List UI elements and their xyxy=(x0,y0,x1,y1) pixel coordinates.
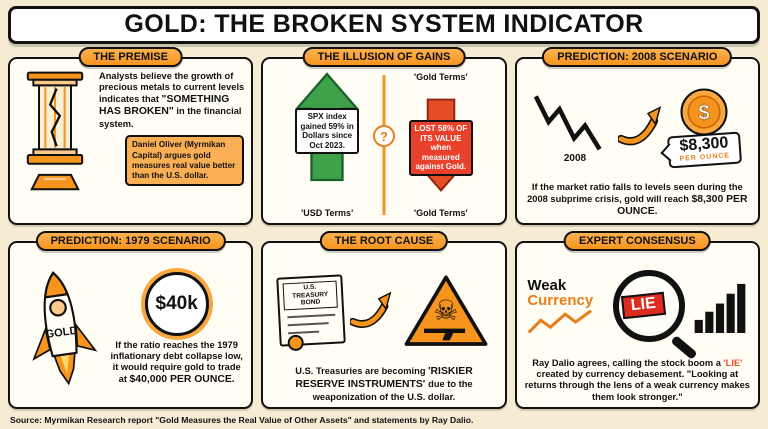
panel-prediction-1979-title: PREDICTION: 1979 SCENARIO xyxy=(35,231,226,251)
premise-text-pre: Analysts believe the growth of precious … xyxy=(99,71,245,104)
panel-illusion: THE ILLUSION OF GAINS ? SPX index gained… xyxy=(261,47,507,225)
curved-arrow-icon xyxy=(618,105,662,145)
root-cause-text-pre: U.S. Treasuries are becoming xyxy=(295,366,429,377)
page-title-bar: GOLD: THE BROKEN SYSTEM INDICATOR xyxy=(8,6,760,44)
panel-prediction-1979-content: GOLD $40k If the ratio reaches the 1979 … xyxy=(10,243,251,407)
currency-word: Currency xyxy=(527,291,594,309)
premise-illustration xyxy=(17,71,93,219)
gold-loss-text: LOST 58% OF ITS VALUE when measured agai… xyxy=(414,124,468,172)
premise-note: Daniel Oliver (Myrmikan Capital) argues … xyxy=(125,135,245,187)
usd-terms-label: 'USD Terms' xyxy=(301,208,354,218)
rocket-gold-label: GOLD xyxy=(45,325,79,341)
source-note: Source: Myrmikan Research report "Gold M… xyxy=(10,415,474,425)
question-icon: ? xyxy=(372,125,395,148)
gold-coin-icon: $ xyxy=(680,88,728,136)
panel-root-cause-title: THE ROOT CAUSE xyxy=(319,231,449,251)
gold-terms-bottom-label: 'Gold Terms' xyxy=(414,208,468,218)
gold-terms-side: 'Gold Terms' LOST 58% OF ITS VALUE when … xyxy=(384,71,498,219)
question-glyph: ? xyxy=(380,128,388,144)
bond-title: U.S. TREASURY BOND xyxy=(282,280,338,311)
consensus-text-pre: Ray Dalio agrees, calling the stock boom… xyxy=(532,357,724,368)
premise-text-post: in the financial system. xyxy=(99,106,242,130)
price-badge: $40k xyxy=(144,271,209,336)
premise-text: Analysts believe the growth of precious … xyxy=(99,71,244,130)
prediction-2008-text-bold: $8,300 PER OUNCE. xyxy=(617,193,748,218)
panel-root-cause: THE ROOT CAUSE U.S. TREASURY BOND xyxy=(261,231,507,409)
declining-chart-icon xyxy=(534,95,602,151)
usd-terms-side: SPX index gained 59% in Dollars since Oc… xyxy=(270,71,384,219)
spx-gain-text: SPX index gained 59% in Dollars since Oc… xyxy=(300,112,354,150)
bond-seal-icon xyxy=(287,334,305,352)
panel-illusion-title: THE ILLUSION OF GAINS xyxy=(302,47,466,67)
panel-expert-consensus-title: EXPERT CONSENSUS xyxy=(563,231,711,251)
treasury-bond-icon: U.S. TREASURY BOND xyxy=(276,274,346,352)
crash-chart: 2008 xyxy=(534,89,616,164)
panel-expert-consensus-content: Weak Currency LIE xyxy=(517,243,758,407)
panel-premise: THE PREMISE xyxy=(8,47,254,225)
year-label: 2008 xyxy=(563,153,587,165)
panel-title-text: THE ROOT CAUSE xyxy=(334,235,434,247)
weak-currency-label: Weak Currency xyxy=(527,278,605,335)
price-tag-icon: $8,300 PER OUNCE xyxy=(666,131,742,169)
lie-text: LIE xyxy=(630,295,657,315)
panel-premise-title: THE PREMISE xyxy=(78,47,183,67)
magnifier-handle xyxy=(670,335,698,361)
magnifier-icon: LIE xyxy=(613,270,698,361)
premise-note-text: Daniel Oliver (Myrmikan Capital) argues … xyxy=(132,140,236,181)
bar-chart-icon xyxy=(694,284,746,334)
premise-text-bold: "SOMETHING HAS BROKEN" xyxy=(99,93,230,118)
gold-price-target: $ $8,300 PER OUNCE xyxy=(666,87,742,169)
panel-title-text: THE ILLUSION OF GAINS xyxy=(317,51,451,63)
price-badge-text: $40k xyxy=(155,292,198,314)
panel-title-text: PREDICTION: 1979 SCENARIO xyxy=(50,235,211,247)
panel-root-cause-content: U.S. TREASURY BOND ☠ xyxy=(263,243,504,407)
broken-column-icon xyxy=(26,71,84,165)
gold-loss-box: LOST 58% OF ITS VALUE when measured agai… xyxy=(408,120,473,176)
danger-triangle-icon: ☠ xyxy=(404,275,488,346)
consensus-text-post: created by currency debasement. "Looking… xyxy=(524,369,750,402)
gold-terms-top-label: 'Gold Terms' xyxy=(414,72,468,82)
panel-expert-consensus: EXPERT CONSENSUS Weak Currency LIE xyxy=(514,231,760,409)
panel-prediction-2008-title: PREDICTION: 2008 SCENARIO xyxy=(542,47,733,67)
rifle-icon xyxy=(423,328,466,340)
gold-rocket-icon: GOLD xyxy=(32,271,98,386)
panel-prediction-2008-content: 2008 $ $8,300 xyxy=(517,59,758,223)
panels-grid: THE PREMISE xyxy=(8,47,760,409)
prediction-1979-text-bold: $40,000 PER OUNCE. xyxy=(129,373,235,385)
panel-premise-content: Analysts believe the growth of precious … xyxy=(10,59,251,223)
trend-line-icon xyxy=(527,309,593,334)
panel-title-text: THE PREMISE xyxy=(93,51,168,63)
prediction-1979-text: If the ratio reaches the 1979 inflationa… xyxy=(109,340,244,387)
root-cause-text-bold: 'RISKIER RESERVE INSTRUMENTS' xyxy=(295,366,473,390)
page-title: GOLD: THE BROKEN SYSTEM INDICATOR xyxy=(124,10,644,38)
gold-bar-icon xyxy=(30,173,80,191)
prediction-2008-text: If the market ratio falls to levels seen… xyxy=(524,182,751,219)
expert-consensus-text: Ray Dalio agrees, calling the stock boom… xyxy=(524,358,751,403)
panel-title-text: PREDICTION: 2008 SCENARIO xyxy=(557,51,718,63)
prediction-1979-text-pre: If the ratio reaches the 1979 inflationa… xyxy=(110,339,243,384)
panel-prediction-2008: PREDICTION: 2008 SCENARIO 2008 xyxy=(514,47,760,225)
panel-illusion-content: ? SPX index gained 59% in Dollars since … xyxy=(263,59,504,223)
root-cause-text: U.S. Treasuries are becoming 'RISKIER RE… xyxy=(270,366,497,403)
root-cause-text-post: due to the weaponization of the U.S. dol… xyxy=(312,378,473,402)
weak-word: Weak xyxy=(527,276,567,294)
panel-prediction-1979: PREDICTION: 1979 SCENARIO GOLD xyxy=(8,231,254,409)
prediction-2008-text-pre: If the market ratio falls to levels seen… xyxy=(527,182,743,204)
spx-gain-box: SPX index gained 59% in Dollars since Oc… xyxy=(295,108,360,155)
skull-icon: ☠ xyxy=(433,294,458,325)
panel-title-text: EXPERT CONSENSUS xyxy=(578,235,696,247)
curved-arrow-icon xyxy=(349,291,392,328)
dollar-sign-glyph: $ xyxy=(699,102,711,125)
consensus-lie-word: 'LIE' xyxy=(723,357,743,368)
